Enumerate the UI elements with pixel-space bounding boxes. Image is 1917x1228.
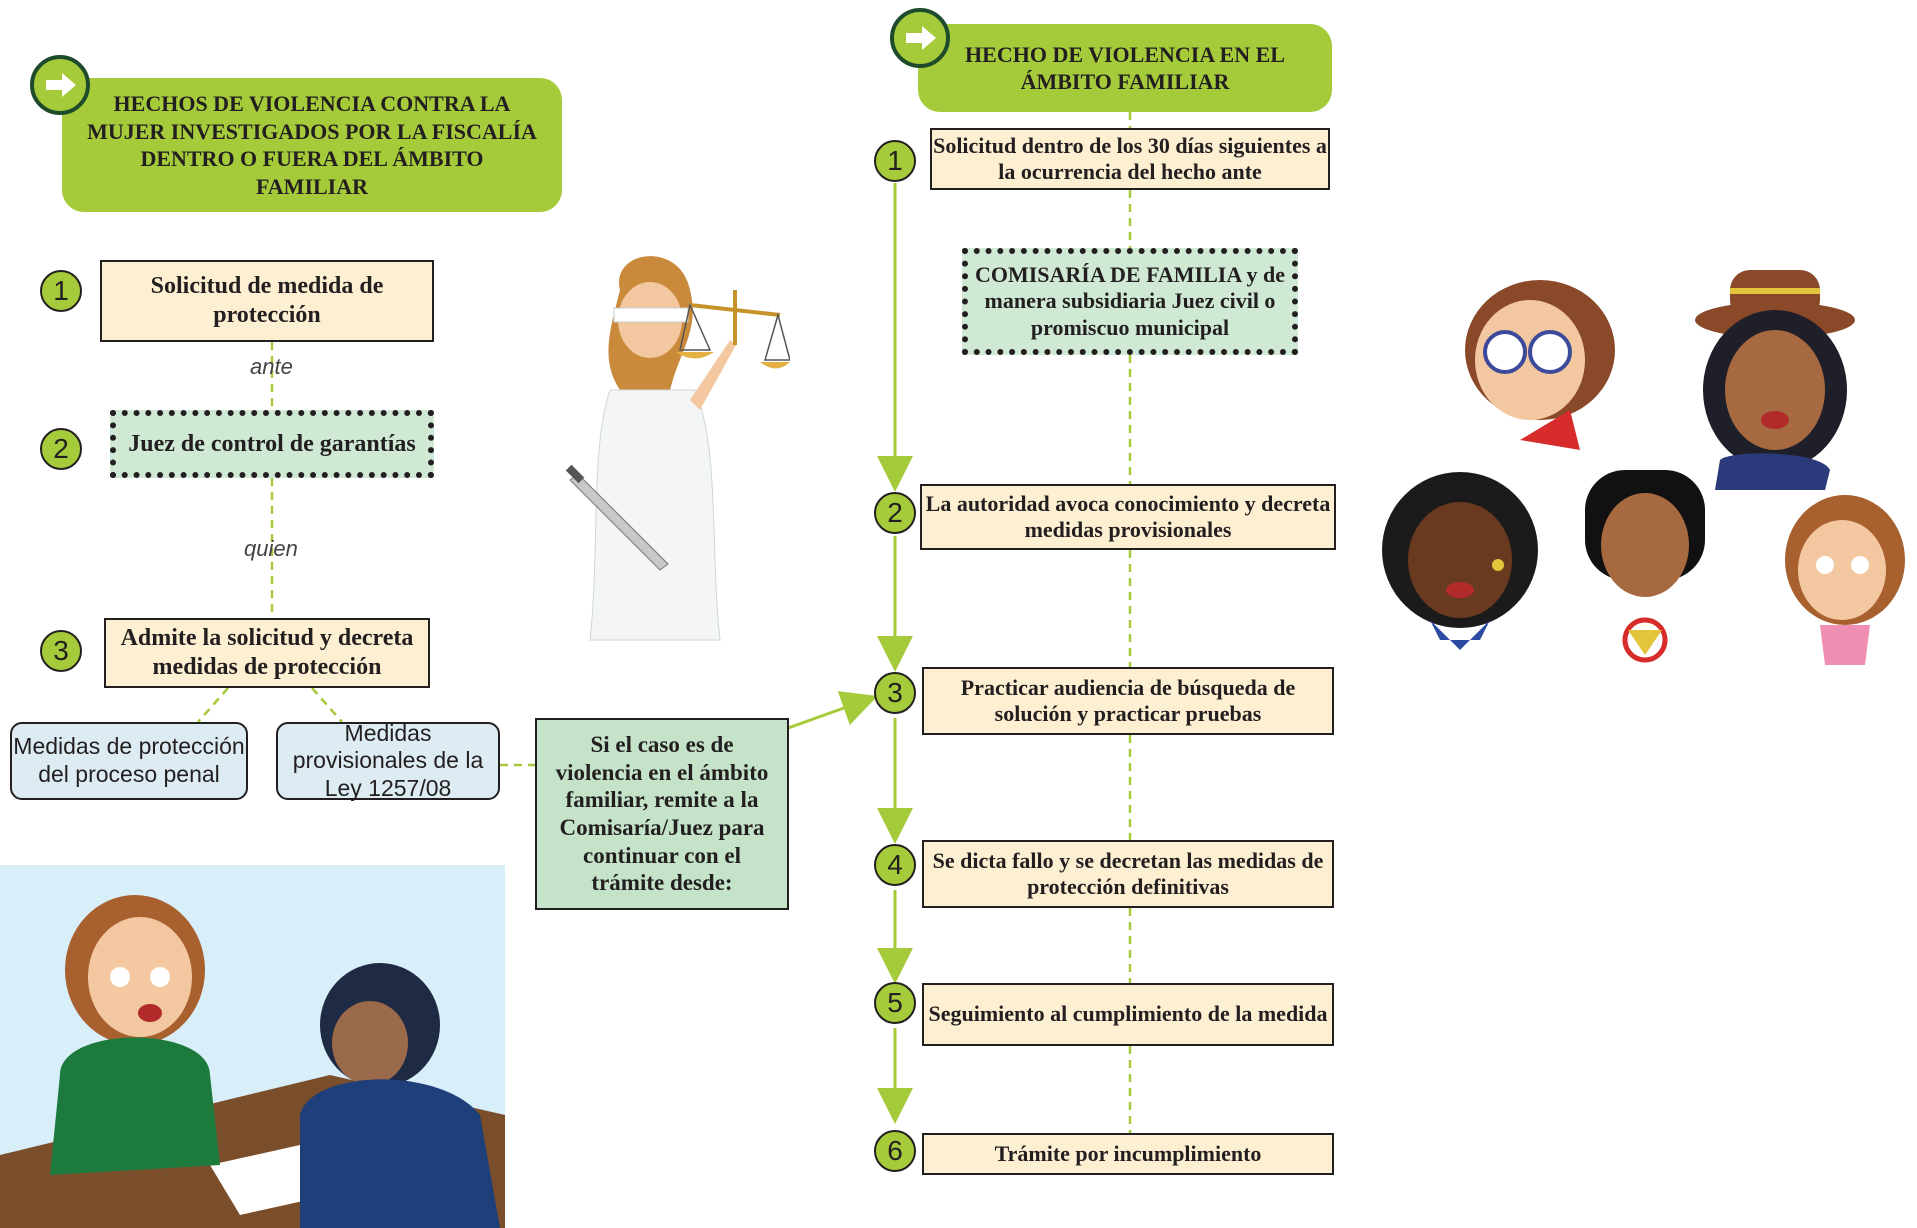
remit-box: Si el caso es de violencia en el ámbito …	[535, 718, 789, 910]
right-authority: COMISARÍA DE FAMILIA y de manera subsidi…	[962, 248, 1298, 355]
arrow-right-icon	[890, 8, 950, 68]
right-step-6: Trámite por incumplimiento	[922, 1133, 1334, 1175]
face-curly	[1382, 472, 1538, 650]
women-faces-illustration	[1382, 270, 1905, 665]
right-step-number-1: 1	[874, 140, 916, 182]
right-header-text: HECHO DE VIOLENCIA EN EL ÁMBITO FAMILIAR	[965, 41, 1285, 95]
left-step-2: Juez de control de garantías	[110, 410, 434, 478]
option-medidas-penal: Medidas de protección del proceso penal	[10, 722, 248, 800]
right-step-5: Seguimiento al cumplimiento de la medida	[922, 983, 1334, 1046]
face-indigenous	[1585, 470, 1705, 663]
right-step-2: La autoridad avoca conocimiento y decret…	[920, 484, 1336, 550]
step-number-3: 3	[40, 630, 82, 672]
right-step-number-4: 4	[874, 844, 916, 886]
face-glasses	[1465, 280, 1615, 450]
left-step-1: Solicitud de medida de protección	[100, 260, 434, 342]
right-step-number-2: 2	[874, 492, 916, 534]
lady-justice-illustration	[565, 256, 790, 641]
step-number-1: 1	[40, 270, 82, 312]
right-step-number-3: 3	[874, 672, 916, 714]
arrow-right-icon	[30, 55, 90, 115]
connector-ante: ante	[250, 354, 293, 379]
right-step-number-6: 6	[874, 1130, 916, 1172]
left-header: HECHOS DE VIOLENCIA CONTRA LA MUJER INVE…	[62, 78, 562, 212]
right-step-3: Practicar audiencia de búsqueda de soluc…	[922, 667, 1334, 735]
right-step-number-5: 5	[874, 982, 916, 1024]
face-hat	[1695, 270, 1855, 490]
right-header: HECHO DE VIOLENCIA EN EL ÁMBITO FAMILIAR	[918, 24, 1332, 112]
left-header-text: HECHOS DE VIOLENCIA CONTRA LA MUJER INVE…	[87, 91, 537, 199]
option-medidas-ley: Medidas provisionales de la Ley 1257/08	[276, 720, 500, 801]
office-scene-illustration	[0, 865, 505, 1228]
right-step-solicitud: Solicitud dentro de los 30 días siguient…	[930, 128, 1330, 190]
right-step-4: Se dicta fallo y se decretan las medidas…	[922, 840, 1334, 908]
step-number-2: 2	[40, 428, 82, 470]
face-ponytail	[1785, 495, 1905, 665]
left-step-3: Admite la solicitud y decreta medidas de…	[104, 618, 430, 688]
connector-quien: quien	[244, 536, 298, 561]
